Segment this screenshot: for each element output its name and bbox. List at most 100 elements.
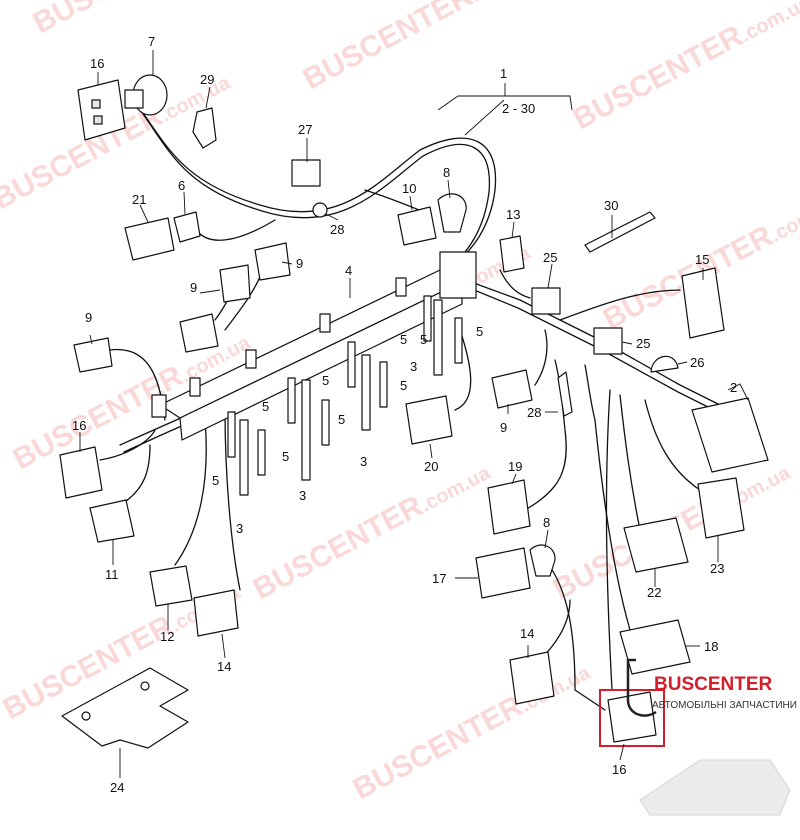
bracket-clip [395,277,407,297]
branch-11 [119,444,151,506]
sensor-7-body [124,89,144,109]
leader [727,383,749,401]
branch-8b [544,559,606,711]
leader [89,334,93,345]
branch-9d [534,329,548,386]
connector-14-right [509,651,555,705]
injector-lead [361,354,371,431]
leader [221,633,226,659]
connector-23 [697,477,745,539]
sensor-8-mid [529,544,556,577]
callout-16: 16 [72,418,86,433]
leader [447,179,451,199]
heat-shield-24 [61,667,189,749]
connector-9c [179,313,219,353]
connector-22 [623,517,689,573]
branch-20 [454,329,472,411]
connector-pin [93,115,103,125]
callout-8: 8 [443,165,450,180]
connector-9b [254,242,291,281]
shield-hole [140,681,150,691]
callout-4: 4 [345,263,352,278]
leader [429,443,433,459]
bracket-clip [245,349,257,369]
connector-15 [681,267,725,339]
callout-8: 8 [543,515,550,530]
callout-22: 22 [647,585,661,600]
callout-5: 5 [262,399,269,414]
branch-21 [197,219,276,241]
callout-14: 14 [217,659,231,674]
seal-sleeve [454,317,463,364]
connector-10 [397,206,437,246]
watermark: BUSCENTER.com.ua [298,0,546,96]
callout-1: 1 [500,66,507,81]
watermark: BUSCENTER.com.ua [348,654,596,807]
seal-sleeve [379,361,388,408]
connectors [59,74,769,749]
grommet-28 [312,202,328,218]
callout-5: 5 [282,449,289,464]
connector-20 [405,395,453,445]
branch-15 [559,289,681,321]
callout-11: 11 [105,567,119,582]
injector-lead [301,379,311,481]
injector-lead [239,419,249,496]
callout-27: 27 [298,122,312,137]
callout-2-30: 2 - 30 [502,101,535,116]
callout-9: 9 [296,256,303,271]
callout-16: 16 [612,762,626,777]
connector-21 [124,217,175,261]
harness-loop [129,94,497,261]
shield-hole [81,711,91,721]
leader-lines [79,50,749,778]
callout-28: 28 [330,222,344,237]
connector-17 [475,547,531,599]
connector-19 [487,479,531,535]
connector-9a [219,264,251,303]
logo-tagline: АВТОМОБІЛЬНІ ЗАПЧАСТИНИ [652,700,797,711]
leader [409,195,413,211]
callout-13: 13 [506,207,520,222]
leader [205,86,211,109]
branch-18 [584,364,631,631]
leader [281,261,293,265]
harness-loop-inner [132,99,491,263]
bracket-clip [189,377,201,397]
callout-3: 3 [360,454,367,469]
seal-sleeve [347,341,356,388]
watermark: BUSCENTER.com.ua [248,454,496,607]
callout-30: 30 [604,198,618,213]
callout-5: 5 [420,332,427,347]
logo-mark [626,658,657,717]
grommet-28-lower [557,371,573,417]
leader [183,191,186,215]
callout-24: 24 [110,780,124,795]
bracket-clip [319,313,331,333]
callout-25: 25 [636,336,650,351]
callout-25: 25 [543,250,557,265]
seal-sleeve [257,429,266,476]
callout-5: 5 [212,473,219,488]
clip-29 [192,107,217,149]
callout-6: 6 [178,178,185,193]
leader [511,221,515,239]
callout-5: 5 [322,373,329,388]
callout-3: 3 [299,488,306,503]
callout-3: 3 [236,521,243,536]
connector-9d [73,337,113,373]
callout-5: 5 [338,412,345,427]
leader [511,473,517,485]
connector-18 [619,619,691,675]
leader [544,529,549,549]
bracket-leader-1 [437,95,573,111]
connector-16-top [77,79,126,141]
highlight-frame [599,689,665,747]
leader [677,361,688,365]
callout-16: 16 [90,56,104,71]
seal-sleeve [227,411,236,458]
connector-16-left [59,446,103,499]
injector-lead [433,299,443,376]
cap-26 [650,355,679,373]
